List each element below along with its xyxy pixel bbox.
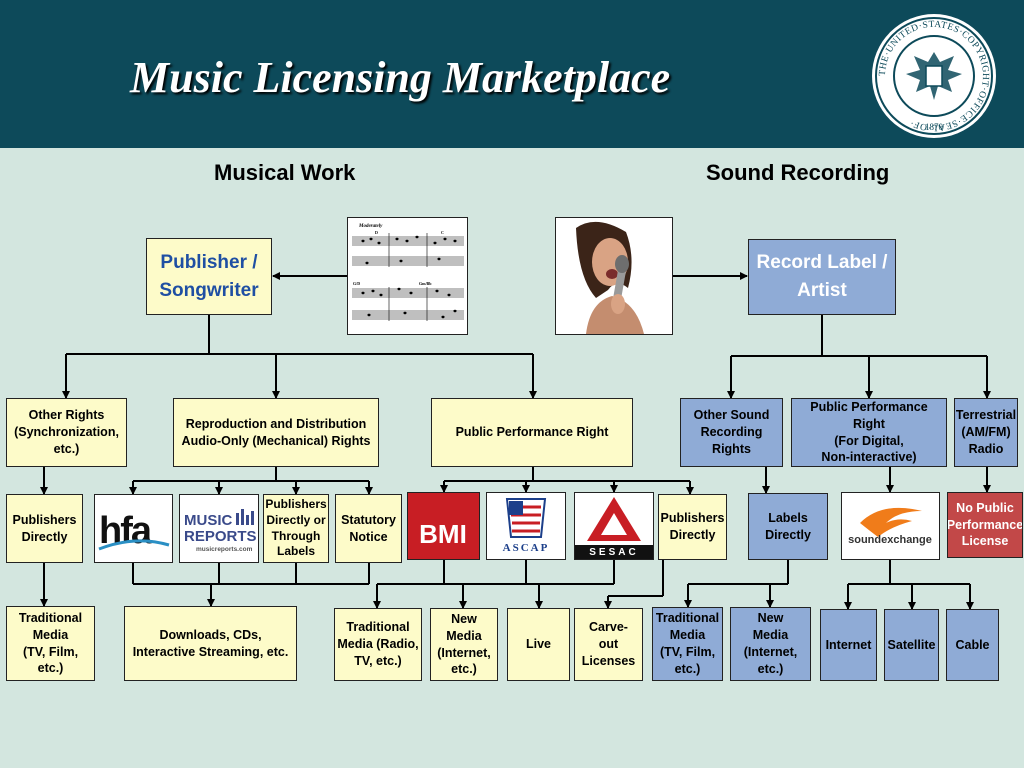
sheet-chord-1: D (375, 230, 378, 235)
sheet-chord-2: C (441, 230, 444, 235)
other-sound-recording-rights-node: Other Sound Recording Rights (680, 398, 783, 467)
publisher-songwriter-node: Publisher / Songwriter (146, 238, 272, 315)
reproduction-rights-node: Reproduction and Distribution Audio-Only… (173, 398, 379, 467)
terrestrial-radio-node: Terrestrial (AM/FM) Radio (954, 398, 1018, 467)
sesac-logo: SESAC (574, 492, 654, 560)
music-reports-logo-line1: MUSIC (184, 512, 233, 529)
digital-public-performance-node: Public Performance Right (For Digital, N… (791, 398, 947, 467)
section-musical-work: Musical Work (214, 160, 356, 185)
publishers-through-labels-node: Publishers Directly or Through Labels (263, 494, 329, 563)
no-public-performance-node: No Public Performance License (947, 492, 1023, 558)
ascap-logo-icon: ASCAP (503, 498, 550, 554)
sheet-tempo: Moderately (358, 224, 383, 229)
publishers-directly-node: Publishers Directly (6, 494, 83, 563)
music-reports-url: musicreports.com (196, 546, 253, 553)
bmi-logo-text: BMI (419, 519, 467, 549)
copyright-office-seal-icon: THE·UNITED·STATES·COPYRIGHT·OFFICE·SEAL·… (872, 14, 996, 138)
cable-node: Cable (946, 609, 999, 681)
labels-directly-node: Labels Directly (748, 493, 828, 560)
hfa-logo: hfa (94, 494, 173, 563)
other-rights-node: Other Rights (Synchronization, etc.) (6, 398, 127, 467)
singer-with-microphone-icon (556, 218, 672, 334)
bmi-logo-icon: BMI (408, 493, 479, 559)
downloads-node: Downloads, CDs, Interactive Streaming, e… (124, 606, 297, 681)
carve-out-licenses-node: Carve- out Licenses (574, 608, 643, 681)
sheet-chord-3: G/D (353, 281, 360, 286)
soundexchange-logo-icon: soundexchange (848, 507, 932, 546)
sheet-music-image: Moderately D C G/D Gm/Bb (347, 217, 468, 335)
hfa-logo-icon: hfa (98, 510, 170, 552)
live-node: Live (507, 608, 570, 681)
public-performance-right-node: Public Performance Right (431, 398, 633, 467)
internet-node: Internet (820, 609, 877, 681)
sesac-logo-text: SESAC (589, 547, 638, 558)
music-reports-logo-line2: REPORTS (184, 528, 257, 545)
sheet-music-icon: Moderately D C G/D Gm/Bb (351, 224, 464, 321)
sheet-chord-4: Gm/Bb (419, 281, 432, 286)
traditional-media-radio-node: Traditional Media (Radio, TV, etc.) (334, 608, 422, 681)
section-sound-recording: Sound Recording (706, 160, 890, 185)
new-media-2-node: New Media (Internet, etc.) (730, 607, 811, 681)
soundexchange-logo: soundexchange (841, 492, 940, 560)
traditional-media-node: Traditional Media (TV, Film, etc.) (6, 606, 95, 681)
ascap-logo-text: ASCAP (503, 542, 550, 554)
traditional-media-2-node: Traditional Media (TV, Film, etc.) (652, 607, 723, 681)
slide-title: Music Licensing Marketplace (130, 53, 671, 102)
publishers-directly-2-node: Publishers Directly (658, 494, 727, 560)
singer-photo (555, 217, 673, 335)
music-reports-logo-icon: MUSIC REPORTS musicreports.com (184, 509, 257, 553)
statutory-notice-node: Statutory Notice (335, 494, 402, 563)
record-label-artist-node: Record Label / Artist (748, 239, 896, 315)
sesac-logo-icon: SESAC (575, 497, 653, 559)
new-media-node: New Media (Internet, etc.) (430, 608, 498, 681)
ascap-logo: ASCAP (486, 492, 566, 560)
music-reports-logo: MUSIC REPORTS musicreports.com (179, 494, 259, 563)
soundexchange-logo-text: soundexchange (848, 534, 932, 546)
title-bar (0, 0, 1024, 148)
satellite-node: Satellite (884, 609, 939, 681)
seal-year: 1870 (925, 122, 944, 132)
bmi-logo: BMI (407, 492, 480, 560)
